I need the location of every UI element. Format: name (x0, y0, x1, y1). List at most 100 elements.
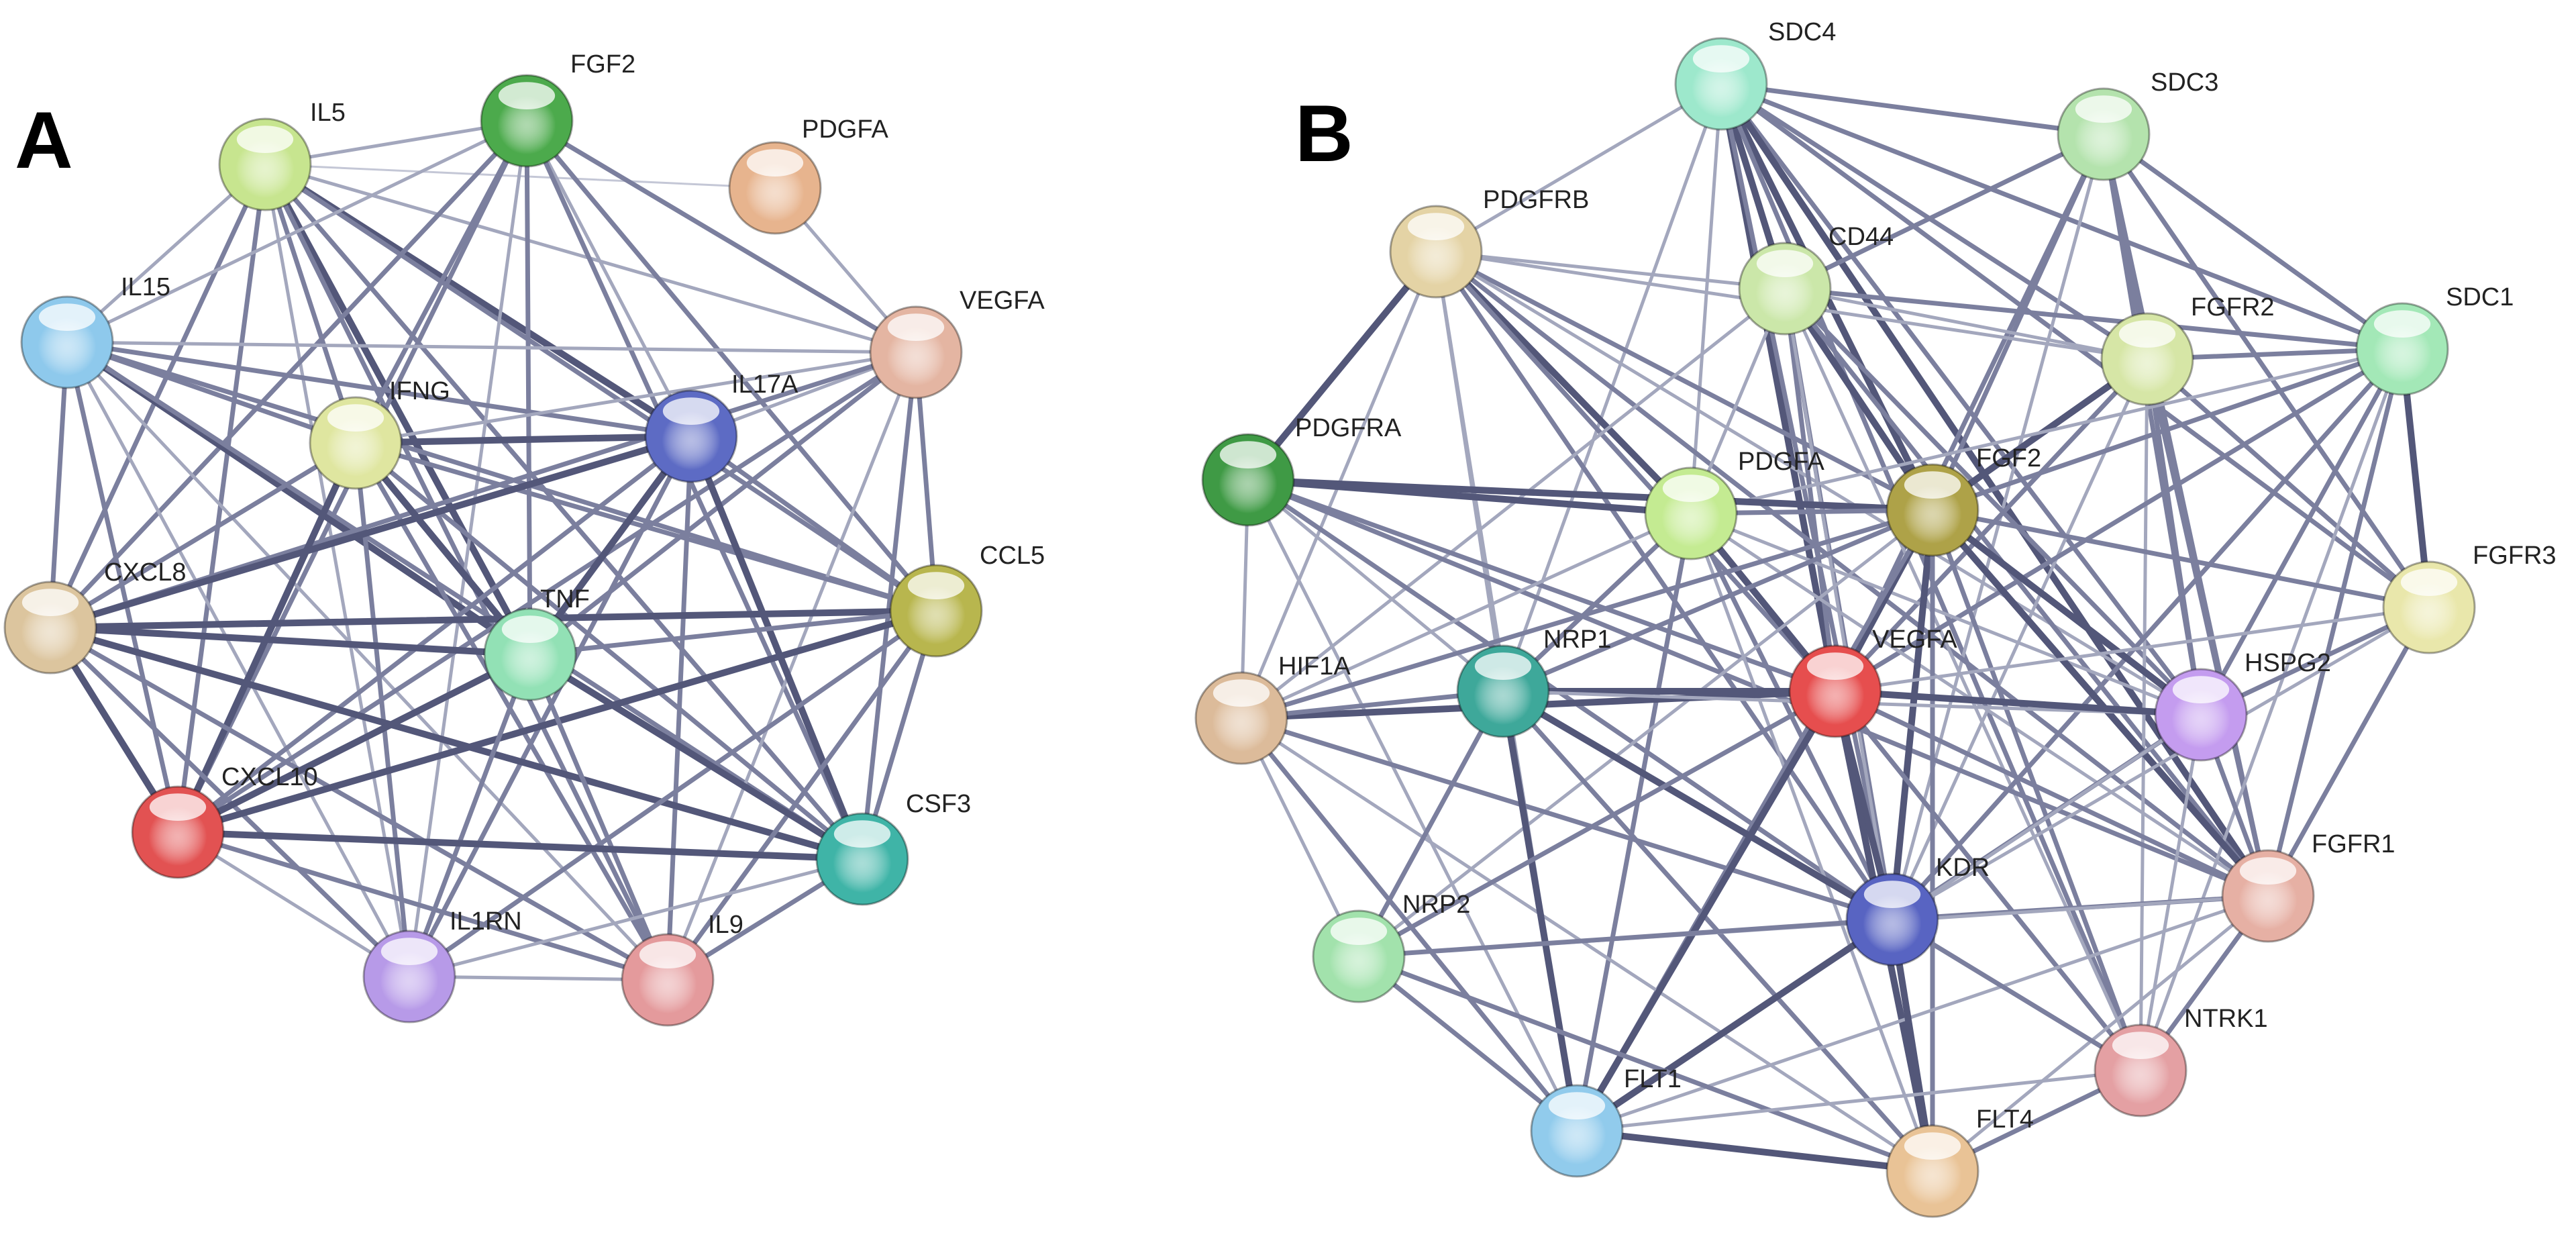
node-fgfr2[interactable]: FGFR2 (2100, 293, 2275, 406)
node-highlight (1213, 679, 1270, 707)
node-highlight (639, 941, 697, 968)
edge-il17a-csf3 (688, 433, 866, 862)
node-fgf2[interactable]: FGF2 (480, 50, 635, 168)
edge-il17a-cxcl10 (175, 434, 694, 835)
node-hif1a[interactable]: HIF1A (1194, 652, 1351, 765)
node-label-fgf2: FGF2 (1976, 444, 2041, 472)
node-label-hif1a: HIF1A (1278, 652, 1351, 681)
edge-sdc1-pdgfa (1689, 347, 2404, 515)
node-il5[interactable]: IL5 (218, 99, 346, 211)
edge-fgf2-fgfr3 (1930, 507, 2432, 610)
edge-sdc4-pdgfa (1689, 82, 1723, 515)
node-highlight (498, 82, 556, 109)
node-highlight (38, 303, 96, 331)
node-highlight (2400, 568, 2458, 596)
node-il15[interactable]: IL15 (20, 273, 170, 389)
node-il1rn[interactable]: IL1RN (362, 907, 522, 1023)
edge-sdc3-fgfr3 (2101, 132, 2432, 610)
node-label-cxcl10: CXCL10 (221, 763, 318, 791)
edge-il15-ccl5 (64, 340, 939, 613)
node-label-ifng: IFNG (389, 377, 450, 405)
node-nrp1[interactable]: NRP1 (1456, 626, 1611, 738)
node-label-il1rn: IL1RN (450, 907, 522, 936)
node-label-sdc1: SDC1 (2446, 283, 2514, 311)
node-cd44[interactable]: CD44 (1738, 223, 1894, 336)
edge-fgf2-il1rn (407, 119, 529, 979)
node-pdgfra[interactable]: PDGFRA (1201, 414, 1402, 527)
node-ifng[interactable]: IFNG (309, 377, 450, 490)
node-vegfa[interactable]: VEGFA (869, 287, 1045, 399)
edge-pdgfrb-cd44 (1434, 250, 1787, 291)
edge-il17a-il9 (665, 434, 694, 983)
edge-ifng-cxcl8 (48, 440, 358, 630)
node-nrp2[interactable]: NRP2 (1312, 891, 1470, 1003)
node-csf3[interactable]: CSF3 (815, 790, 971, 906)
node-cxcl10[interactable]: CXCL10 (131, 763, 318, 879)
node-label-pdgfa: PDGFA (1738, 448, 1824, 476)
node-label-il17a: IL17A (731, 370, 798, 399)
node-label-vegfa: VEGFA (1872, 626, 1957, 654)
edge-csf3-il1rn (407, 857, 864, 979)
node-vegfa[interactable]: VEGFA (1788, 626, 1957, 738)
node-ccl5[interactable]: CCL5 (889, 542, 1045, 658)
edge-sdc4-sdc3 (1718, 81, 2106, 137)
node-highlight (746, 149, 804, 177)
edge-vegfa-ntrk1 (1833, 689, 2143, 1073)
node-sdc3[interactable]: SDC3 (2057, 68, 2218, 181)
edge-fgfr2-vegfa (1833, 356, 2150, 694)
node-pdgfa[interactable]: PDGFA (728, 115, 888, 235)
node-highlight (2112, 1032, 2169, 1059)
node-label-ccl5: CCL5 (980, 542, 1045, 570)
edge-cxcl8-il1rn (48, 625, 412, 979)
node-tnf[interactable]: TNF (483, 585, 590, 701)
node-hspg2[interactable]: HSPG2 (2154, 649, 2331, 762)
node-cxcl8[interactable]: CXCL8 (3, 558, 187, 675)
edge-kdr-flt1 (1574, 916, 1896, 1134)
node-flt4[interactable]: FLT4 (1886, 1105, 2034, 1218)
node-pdgfrb[interactable]: PDGFRB (1389, 186, 1589, 299)
edge-kdr-nrp2 (1356, 917, 1895, 959)
edge-fgfr3-fgfr1 (2265, 605, 2432, 899)
edge-fgfr2-hspg2 (2145, 356, 2204, 717)
node-fgfr1[interactable]: FGFR1 (2221, 830, 2395, 943)
panel-letter-a: A (15, 95, 73, 185)
edge-sdc4-fgfr2 (1718, 81, 2150, 362)
edge-fgfr2-fgfr3 (2145, 356, 2432, 610)
node-highlight (662, 397, 720, 425)
node-ntrk1[interactable]: NTRK1 (2094, 1005, 2268, 1117)
edge-cxcl8-tnf (47, 624, 533, 658)
edge-cd44-sdc1 (1782, 286, 2405, 352)
edge-pdgfa-hif1a (1239, 511, 1693, 720)
node-highlight (1756, 250, 1814, 277)
edge-fgf2-il17a (525, 119, 693, 438)
edge-cxcl8-il9 (48, 625, 670, 983)
edge-tnf-il9 (527, 652, 670, 983)
node-flt1[interactable]: FLT1 (1530, 1065, 1682, 1178)
node-label-pdgfa: PDGFA (802, 115, 888, 144)
node-sdc1[interactable]: SDC1 (2355, 283, 2514, 396)
node-il17a[interactable]: IL17A (644, 370, 798, 483)
edge-pdgfrb-kdr (1433, 249, 1895, 922)
node-kdr[interactable]: KDR (1845, 854, 1990, 966)
edge-fgf2-kdr (1889, 507, 1936, 923)
node-fgf2[interactable]: FGF2 (1886, 444, 2041, 557)
edge-il5-cxcl10 (175, 162, 268, 835)
node-label-fgfr2: FGFR2 (2191, 293, 2275, 321)
edge-nrp1-kdr (1500, 688, 1896, 923)
edge-il17a-cxcl8 (47, 433, 694, 631)
node-pdgfa[interactable]: PDGFA (1644, 448, 1824, 560)
edge-ntrk1-flt1 (1575, 1068, 2143, 1133)
edge-il15-cxcl8 (48, 340, 70, 630)
node-il9[interactable]: IL9 (621, 911, 743, 1027)
edge-fgf2-il15 (65, 119, 529, 344)
edge-vegfa-csf3 (860, 350, 919, 862)
node-fgfr3[interactable]: FGFR3 (2382, 542, 2557, 654)
edge-fgf2-nrp1 (1500, 507, 1935, 694)
edge-nrp2-flt1 (1356, 954, 1580, 1134)
edge-fgfr2-fgfr1 (2145, 356, 2271, 899)
edge-cd44-ntrk1 (1783, 287, 2143, 1072)
node-sdc4[interactable]: SDC4 (1674, 18, 1836, 131)
edge-il15-il9 (65, 340, 670, 982)
edge-pdgfra-nrp1 (1246, 478, 1505, 693)
